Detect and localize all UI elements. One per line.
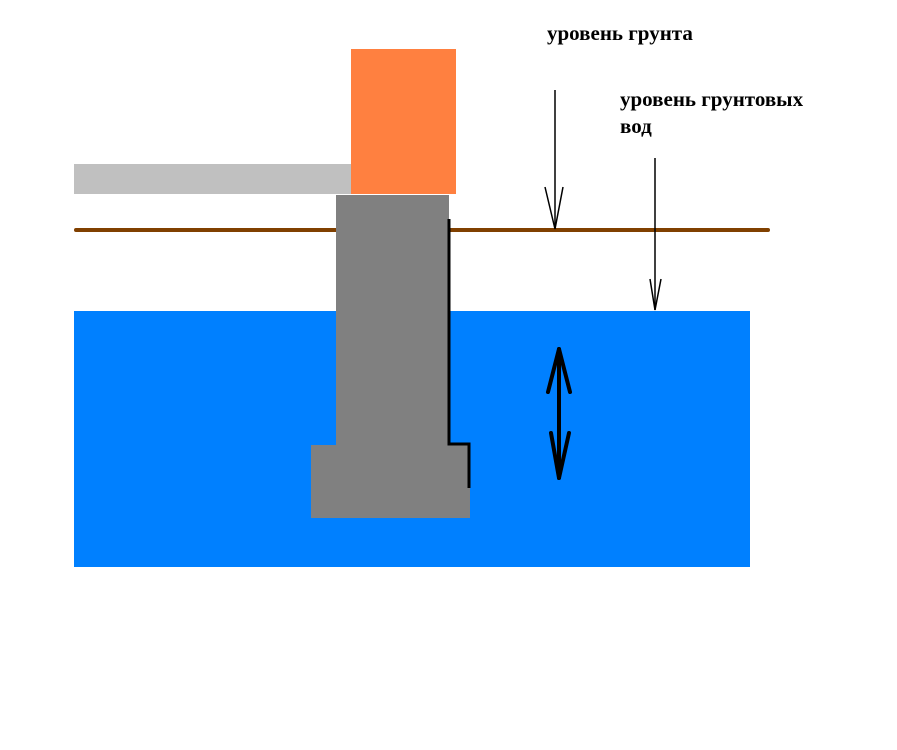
blind-area	[74, 164, 351, 194]
double-arrow-vertical-icon	[546, 347, 572, 480]
arrow-down-icon	[649, 158, 662, 311]
foundation-column	[336, 195, 449, 445]
groundwater-level-label-line2: вод	[620, 114, 652, 138]
ground-level-label: уровень грунта	[547, 21, 693, 45]
wall	[351, 49, 456, 194]
arrow-down-icon	[544, 90, 564, 230]
waterproofing-line	[447, 219, 471, 488]
groundwater-level-label-line1: уровень грунтовых	[620, 87, 804, 111]
foundation-footing	[311, 445, 470, 518]
